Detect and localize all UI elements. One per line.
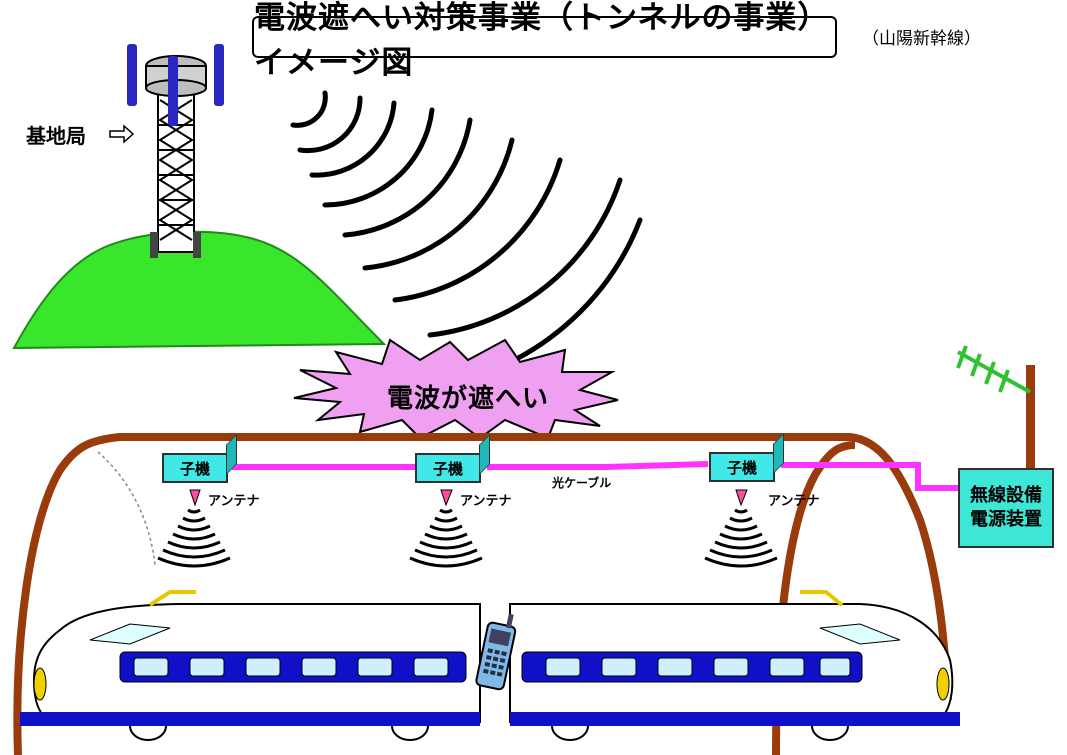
page-title: 電波遮へい対策事業（トンネルの事業）イメージ図 — [252, 0, 837, 81]
subtitle: （山陽新幹線） — [862, 29, 981, 49]
optical-cable-line — [232, 461, 960, 491]
sub-unit-3: 子機 — [709, 452, 775, 482]
power-unit-line1: 無線設備 — [970, 485, 1042, 506]
arrow-right-icon — [109, 124, 135, 144]
mobile-phone-icon — [475, 613, 517, 691]
optical-cable-label: 光ケーブル — [552, 476, 612, 490]
blocked-burst — [293, 338, 619, 440]
train-icon — [20, 590, 960, 741]
antenna-cone-icon — [189, 489, 748, 507]
power-unit-line2: 電源装置 — [970, 509, 1042, 530]
antenna-label-2: アンテナ — [460, 494, 512, 509]
tower-icon — [127, 44, 224, 258]
sub-unit-1: 子機 — [162, 453, 228, 483]
antenna-label-1: アンテナ — [208, 494, 260, 509]
antenna-label-3: アンテナ — [768, 494, 820, 509]
blocked-label: 電波が遮へい — [386, 384, 549, 414]
wave-reflect — [97, 451, 156, 566]
mast-antenna-icon — [956, 345, 1035, 469]
base-station-label: 基地局 — [26, 124, 86, 148]
radio-wave-icon — [290, 90, 643, 381]
sub-unit-2: 子機 — [415, 453, 481, 483]
antenna-wave-icon — [157, 508, 778, 568]
power-unit: 無線設備 電源装置 — [958, 468, 1054, 548]
